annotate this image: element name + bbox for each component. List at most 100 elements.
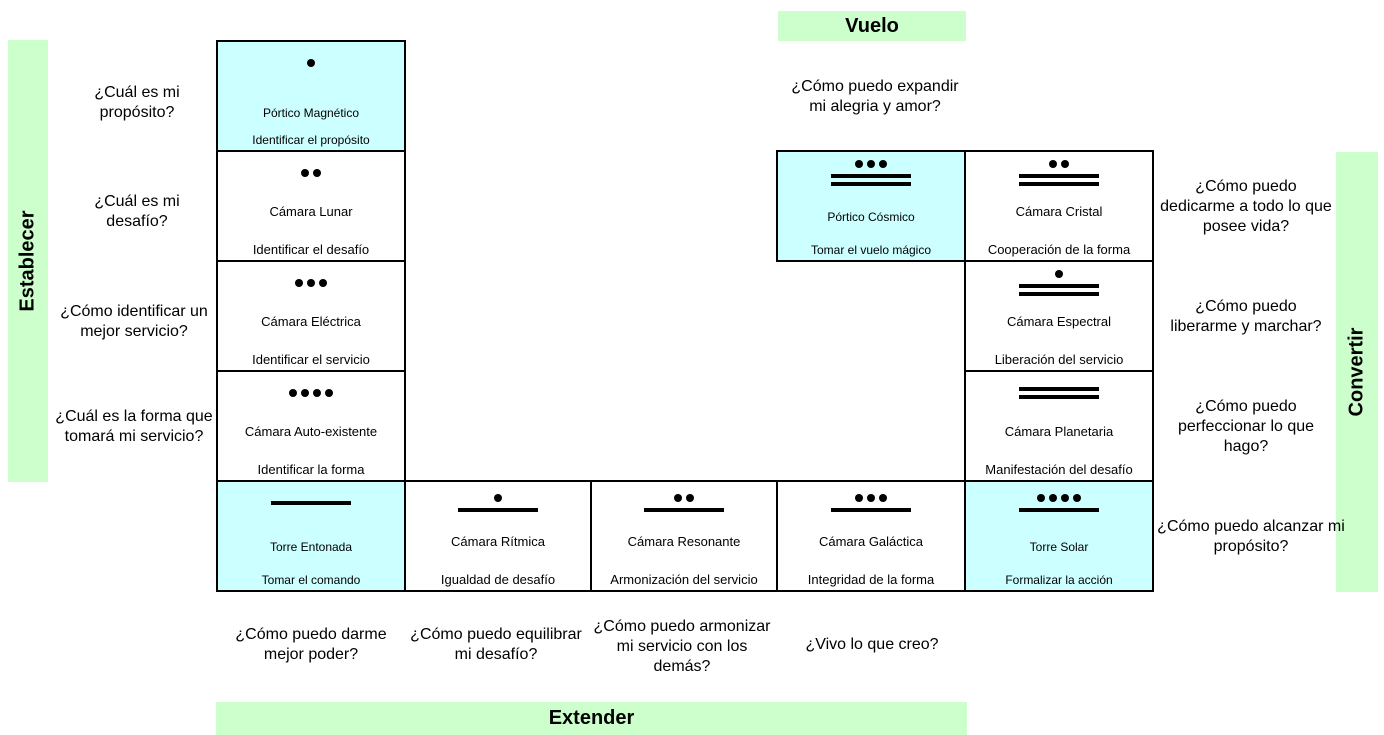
cell-camara-planetaria: Cámara Planetaria Manifestación del desa… [964,370,1154,482]
cell-name: Cámara Resonante [627,534,741,549]
cell-name: Cámara Planetaria [1004,424,1114,439]
cell-torre-solar: Torre Solar Formalizar la acción [964,480,1154,592]
cell-name: Cámara Cristal [1015,204,1103,219]
numeral-bar [1019,292,1099,296]
cell-action: Tomar el vuelo mágico [810,243,932,257]
numeral-dot [879,160,887,168]
cell-camara-auto-existente: Cámara Auto-existente Identificar la for… [216,370,406,482]
numeral-dot [301,389,309,397]
numeral-bar [1019,174,1099,178]
numeral-dot [1037,494,1045,502]
cell-action: Liberación del servicio [994,352,1124,367]
mayan-numeral-svg [1019,160,1099,186]
cell-name: Cámara Eléctrica [261,314,361,329]
numeral-dot [1049,160,1057,168]
numeral-dot [313,169,321,177]
cell-action: Identificar el propósito [252,133,370,147]
numeral-bar [831,174,911,178]
numeral-dot [867,160,875,168]
mayan-numeral-svg [289,389,333,397]
question-vivo: ¿Vivo lo que creo? [805,636,939,653]
question-poder: ¿Cómo puedo darme mejor poder? [235,626,387,663]
numeral-bar [1019,508,1099,512]
cell-camara-lunar: Cámara Lunar Identificar el desafío [216,150,406,262]
cell-camara-espectral: Cámara Espectral Liberación del servicio [964,260,1154,372]
cell-camara-ritmica: Cámara Rítmica Igualdad de desafío [404,480,592,592]
question-servicio: ¿Cómo identificar un mejor servicio? [60,303,208,340]
mayan-number-glyph [592,482,776,524]
cell-camara-electrica: Cámara Eléctrica Identificar el servicio [216,260,406,372]
numeral-dot [307,59,315,67]
vuelo-band: Vuelo [778,11,966,41]
mayan-number-glyph [218,372,404,414]
question-alcanzar: ¿Cómo puedo alcanzar mi propósito? [1157,518,1345,555]
cell-action: Cooperación de la forma [987,242,1131,257]
cell-name: Pórtico Magnético [262,106,360,120]
numeral-dot [313,389,321,397]
vuelo-label: Vuelo [845,14,899,37]
numeral-bar [1019,387,1099,391]
numeral-dot [879,494,887,502]
mayan-number-glyph [966,262,1152,304]
extender-label: Extender [548,707,635,729]
question-proposito: ¿Cuál es mi propósito? [94,84,180,121]
cell-camara-cristal: Cámara Cristal Cooperación de la forma [964,150,1154,262]
question-vida: ¿Cómo puedo dedicarme a todo lo que pose… [1160,178,1332,235]
cell-name: Cámara Rítmica [451,534,545,549]
mayan-numeral-svg [295,279,327,287]
numeral-dot [295,279,303,287]
numeral-dot [1061,160,1069,168]
cell-torre-entonada: Torre Entonada Tomar el comando [216,480,406,592]
convertir-band: Convertir [1336,152,1378,592]
convertir-label: Convertir [1345,327,1368,417]
mayan-numeral-svg [831,494,911,512]
question-marchar: ¿Cómo puedo liberarme y marchar? [1170,298,1322,335]
cell-action: Manifestación del desafío [985,462,1133,477]
mayan-numeral-svg [644,494,724,512]
numeral-dot [289,389,297,397]
numeral-dot [1073,494,1081,502]
question-perfeccionar: ¿Cómo puedo perfeccionar lo que hago? [1177,398,1315,455]
numeral-bar [458,508,538,512]
numeral-dot [867,494,875,502]
mayan-numeral-svg [1019,494,1099,512]
numeral-dot [325,389,333,397]
cell-action: Identificar la forma [257,462,365,477]
cell-portico-magnetico: Pórtico Magnético Identificar el propósi… [216,40,406,152]
establecer-band: Establecer [8,40,48,482]
cell-name: Cámara Auto-existente [244,424,378,439]
cell-action: Identificar el servicio [252,352,370,367]
cell-action: Armonización del servicio [610,572,758,587]
mayan-number-glyph [966,372,1152,414]
cell-action: Formalizar la acción [1005,573,1113,587]
mayan-numeral-svg [1019,270,1099,296]
mayan-numeral-svg [271,501,351,505]
extender-band: Extender [216,702,967,735]
numeral-dot [855,494,863,502]
numeral-dot [674,494,682,502]
mayan-number-glyph [406,482,590,524]
mayan-number-glyph [218,42,404,84]
numeral-bar [1019,395,1099,399]
mayan-number-glyph [966,482,1152,524]
cell-name: Pórtico Cósmico [827,210,915,224]
numeral-dot [1049,494,1057,502]
numeral-dot [1061,494,1069,502]
numeral-dot [1055,270,1063,278]
mayan-numeral-svg [301,169,321,177]
cell-name: Torre Solar [1029,540,1089,554]
cell-name: Torre Entonada [269,540,353,554]
mayan-number-glyph [218,152,404,194]
numeral-dot [301,169,309,177]
cell-action: Identificar el desafío [252,242,370,257]
mayan-number-glyph [778,482,964,524]
question-equilibrar: ¿Cómo puedo equilibrar mi desafío? [410,626,582,663]
question-forma: ¿Cuál es la forma que tomará mi servicio… [55,408,213,445]
question-armonizar: ¿Cómo puedo armonizar mi servicio con lo… [593,618,771,675]
cell-camara-galactica: Cámara Galáctica Integridad de la forma [776,480,966,592]
mayan-numeral-svg [831,160,911,186]
cell-camara-resonante: Cámara Resonante Armonización del servic… [590,480,778,592]
cell-portico-cosmico: Pórtico Cósmico Tomar el vuelo mágico [776,150,966,262]
numeral-bar [644,508,724,512]
mayan-numeral-svg [1019,387,1099,399]
